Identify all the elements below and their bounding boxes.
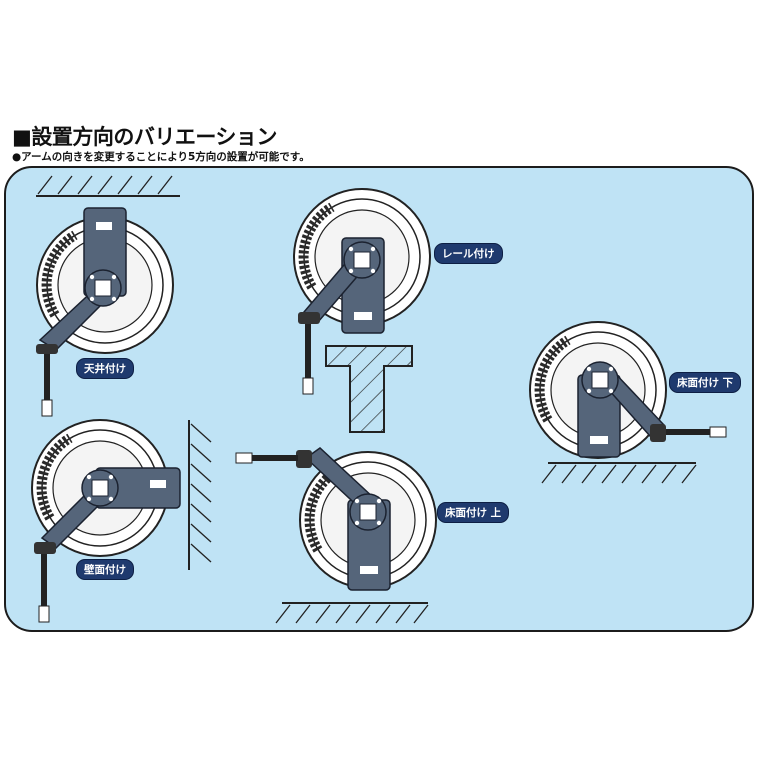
ceiling-mount-illustration [36, 175, 180, 417]
label-ceiling: 天井付け [76, 358, 134, 379]
label-rail: レール付け [434, 243, 503, 264]
floor-down-illustration [530, 322, 727, 484]
wall-mount-illustration [32, 420, 212, 623]
label-floor-up: 床面付け 上 [437, 502, 510, 523]
rail-mount-illustration [294, 189, 430, 433]
section-subtitle: ●アームの向きを変更することにより5方向の設置が可能です。 [12, 151, 310, 163]
label-wall: 壁面付け [76, 559, 134, 580]
label-floor-down: 床面付け 下 [669, 372, 742, 393]
section-title: ■設置方向のバリエーション [12, 125, 277, 149]
floor-up-illustration [235, 448, 436, 624]
